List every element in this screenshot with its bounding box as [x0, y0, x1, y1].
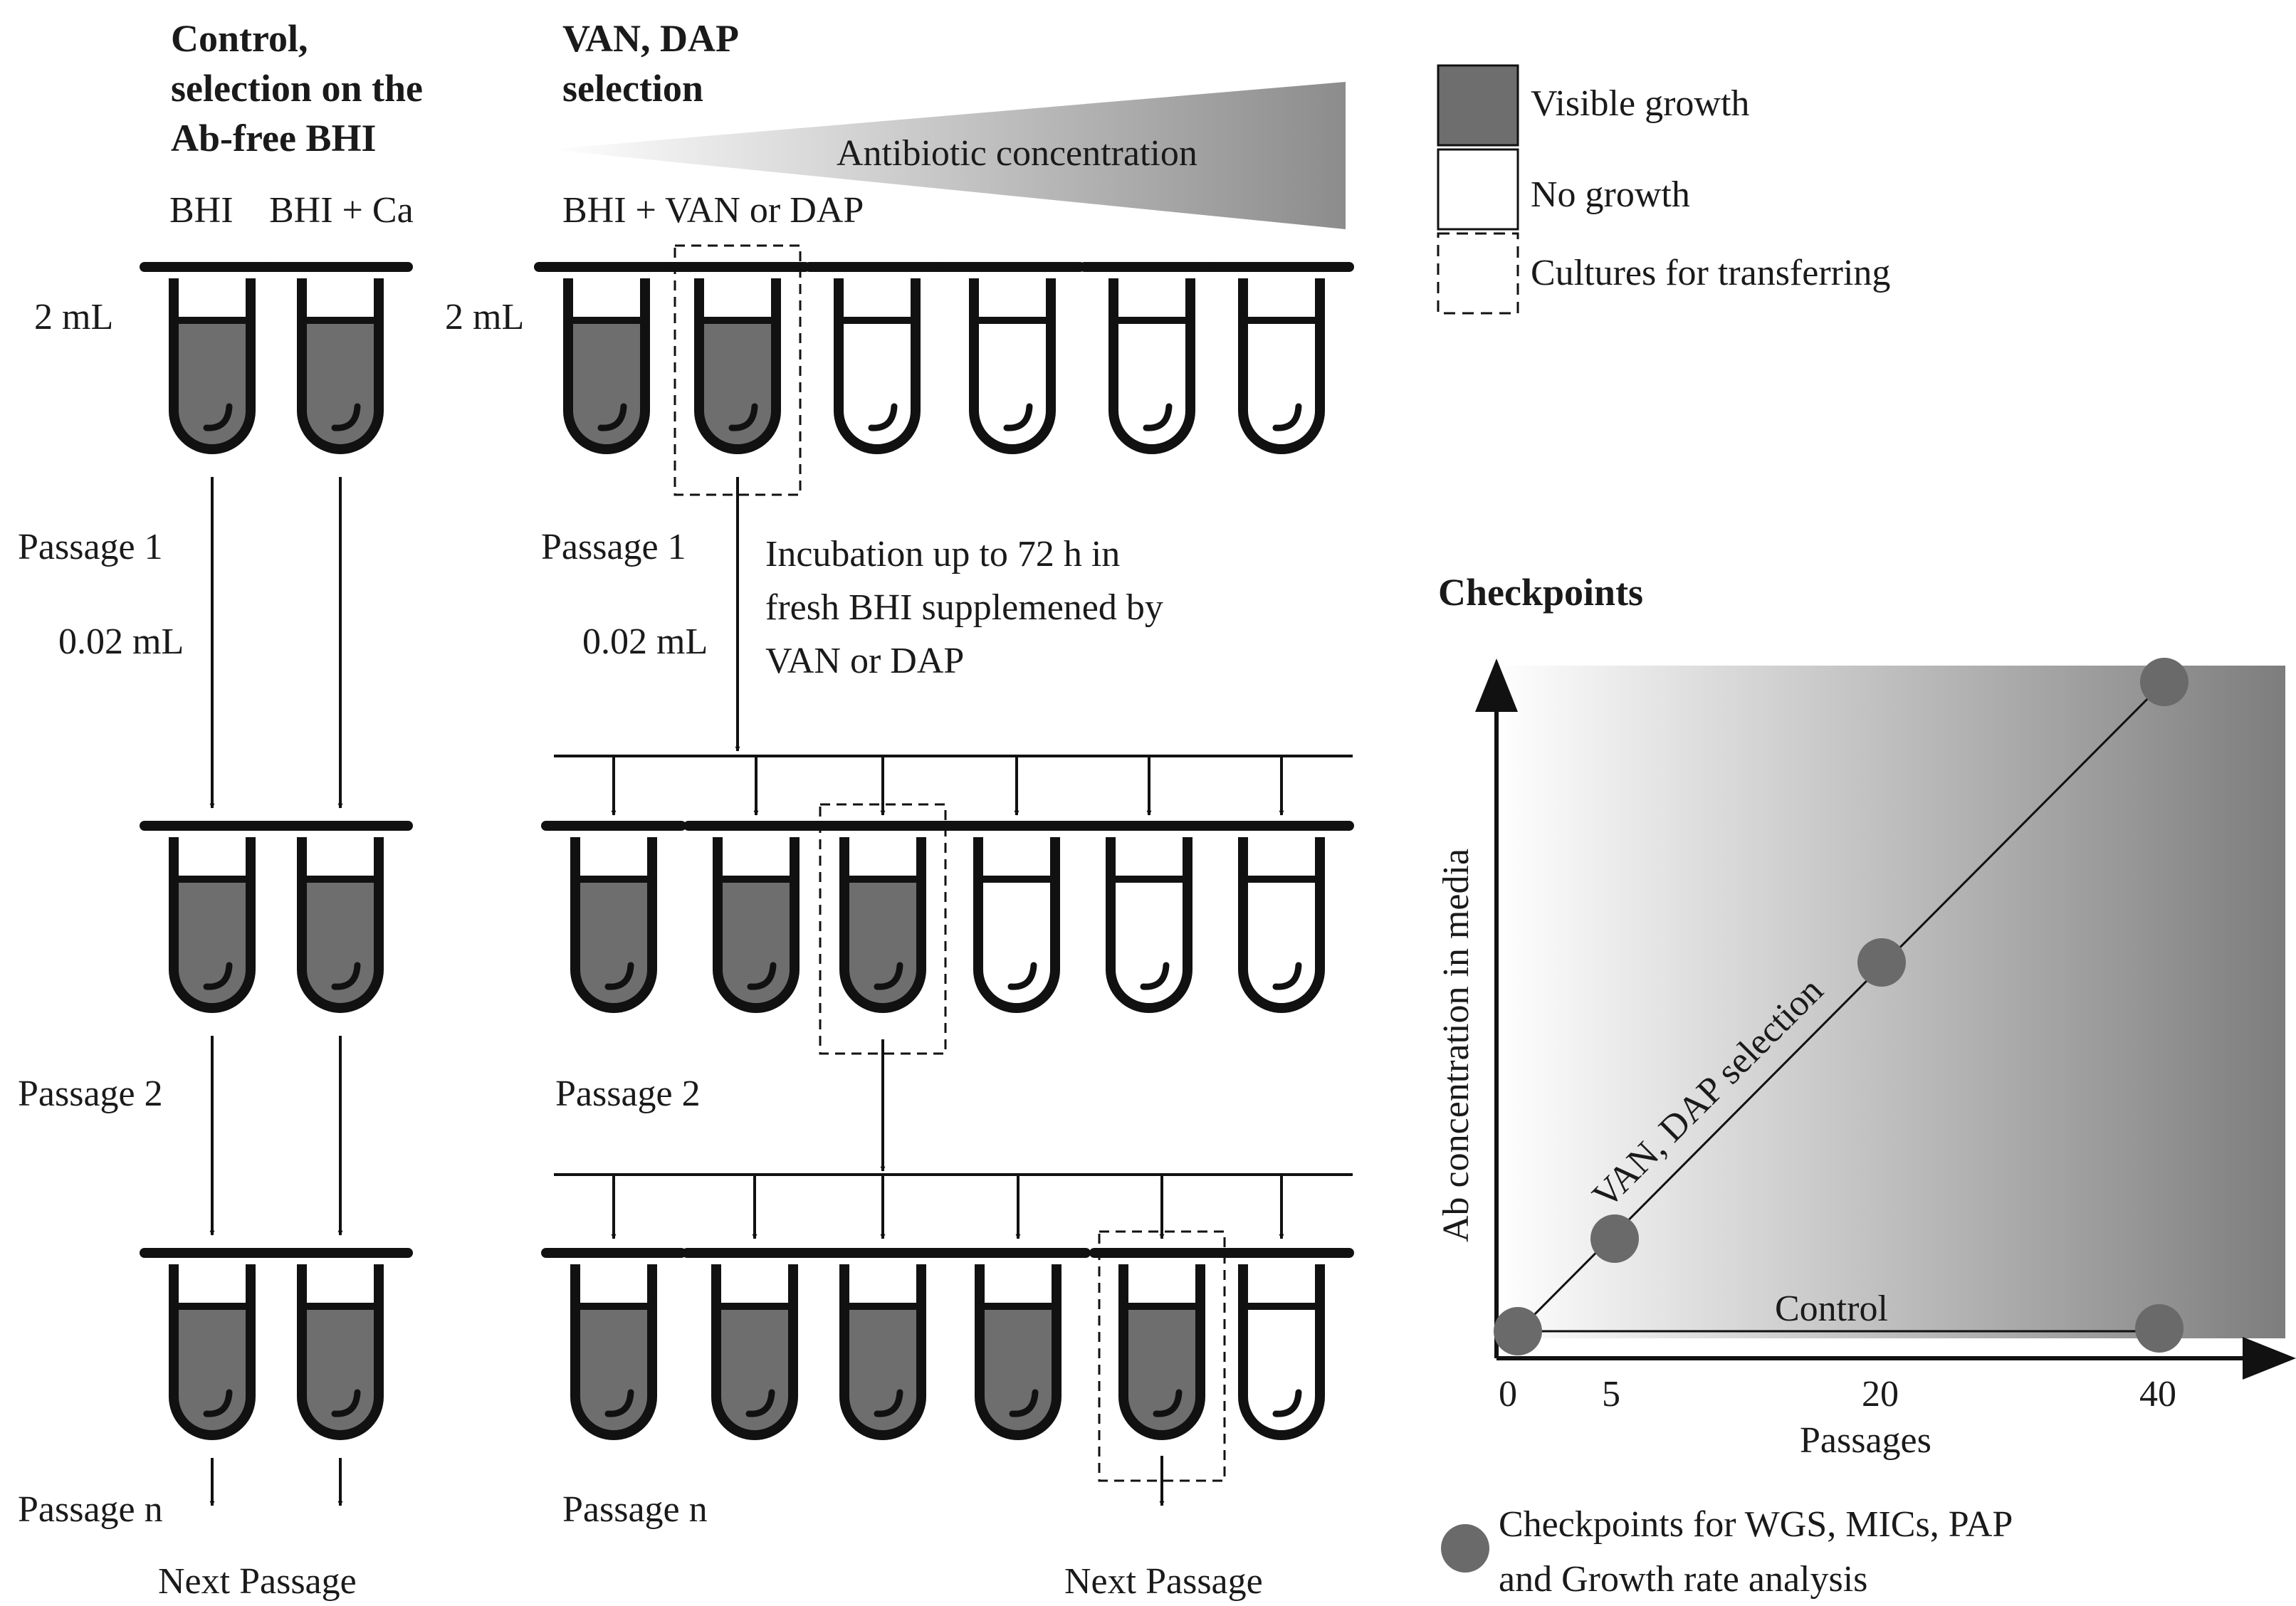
- legend-visible-growth-label: Visible growth: [1531, 83, 1749, 124]
- tube-visible-growth: [810, 803, 955, 1055]
- tube-visible-growth: [1089, 1230, 1235, 1482]
- checkpoints-x-axis-label: Passages: [1800, 1420, 1931, 1461]
- selection-title-line-1: VAN, DAP: [562, 17, 739, 60]
- incubation-line-1: Incubation up to 72 h in: [765, 534, 1120, 574]
- checkpoint-footnote-line-2: and Growth rate analysis: [1499, 1559, 1867, 1600]
- checkpoint-footnote-line-1: Checkpoints for WGS, MICs, PAP: [1499, 1504, 2013, 1545]
- control-next-passage-label: Next Passage: [158, 1561, 357, 1602]
- control-passage-2-label: Passage 2: [18, 1074, 163, 1114]
- x-tick-5: 5: [1602, 1374, 1620, 1415]
- selection-next-passage-label: Next Passage: [1064, 1561, 1263, 1602]
- tube-no-growth: [940, 262, 1085, 454]
- tube-no-growth: [1209, 262, 1354, 454]
- selection-arrows: [554, 477, 1353, 1506]
- antibiotic-gradient-wedge: [548, 82, 1346, 229]
- tube-visible-growth: [268, 821, 413, 1013]
- legend-no-growth-swatch: [1437, 148, 1519, 231]
- tube-visible-growth: [541, 821, 686, 1013]
- selection-tubes-passage-n: [541, 1230, 1354, 1482]
- tube-visible-growth: [682, 1248, 827, 1440]
- control-arrows: [209, 477, 343, 1506]
- media-bhi-label: BHI: [169, 190, 234, 231]
- tube-visible-growth: [810, 1248, 955, 1440]
- control-volume-label: 2 mL: [34, 297, 113, 337]
- incubation-line-2: fresh BHI supplemened by: [765, 587, 1163, 628]
- incubation-line-3: VAN or DAP: [765, 641, 964, 681]
- selection-drop-arrows-passage-2: [611, 756, 1284, 816]
- control-title-line-3: Ab-free BHI: [171, 117, 376, 159]
- checkpoint-dot: [1590, 1214, 1639, 1263]
- control-tubes-passage-2: [140, 821, 413, 1013]
- control-title-line-1: Control,: [171, 17, 308, 60]
- selection-title-line-2: selection: [562, 67, 703, 110]
- tube-visible-growth: [534, 262, 679, 454]
- transfer-culture-box: [819, 803, 947, 1055]
- legend-transfer-label: Cultures for transferring: [1531, 253, 1890, 293]
- control-title-line-2: selection on the: [171, 67, 423, 110]
- tube-no-growth: [1079, 262, 1225, 454]
- x-tick-20: 20: [1862, 1374, 1899, 1415]
- tube-visible-growth: [140, 821, 285, 1013]
- media-bhi-ca-label: BHI + Ca: [269, 190, 414, 231]
- checkpoint-dot: [1857, 938, 1906, 987]
- selection-transfer-volume-label: 0.02 mL: [582, 621, 708, 662]
- checkpoint-dot: [2135, 1304, 2184, 1353]
- control-tubes-passage-n: [140, 1248, 413, 1440]
- x-tick-40: 40: [2139, 1374, 2176, 1415]
- tube-no-growth: [1209, 1248, 1354, 1440]
- tube-no-growth: [1076, 821, 1222, 1013]
- tube-visible-growth: [268, 262, 413, 454]
- control-passage-n-label: Passage n: [18, 1489, 163, 1530]
- legend-no-growth-label: No growth: [1531, 174, 1690, 215]
- selection-passage-1-label: Passage 1: [541, 527, 686, 567]
- selection-passage-n-label: Passage n: [562, 1489, 708, 1530]
- tube-visible-growth: [665, 244, 810, 496]
- tube-visible-growth: [945, 1248, 1091, 1440]
- legend-visible-growth-swatch: [1437, 64, 1519, 147]
- selection-tubes-passage-2: [541, 803, 1354, 1055]
- tube-visible-growth: [140, 1248, 285, 1440]
- control-tubes-passage-1: [140, 262, 413, 454]
- selection-passage-2-label: Passage 2: [555, 1074, 701, 1114]
- tube-visible-growth: [268, 1248, 413, 1440]
- checkpoint-dot: [2140, 658, 2188, 706]
- tube-visible-growth: [140, 262, 285, 454]
- tube-visible-growth: [683, 821, 829, 1013]
- checkpoints-axes: [1475, 658, 2296, 1380]
- tube-no-growth: [944, 821, 1089, 1013]
- transfer-culture-box: [1098, 1230, 1226, 1482]
- antibiotic-concentration-label: Antibiotic concentration: [837, 133, 1197, 174]
- checkpoint-legend-dot: [1441, 1524, 1489, 1573]
- x-tick-0: 0: [1499, 1374, 1517, 1415]
- legend-transfer-swatch: [1437, 232, 1519, 315]
- transfer-culture-box: [673, 244, 802, 496]
- checkpoints-y-axis-label: Ab concentration in media: [1436, 849, 1477, 1242]
- media-van-dap-label: BHI + VAN or DAP: [562, 190, 864, 231]
- tube-no-growth: [804, 262, 950, 454]
- checkpoint-dot: [1494, 1307, 1542, 1355]
- selection-tubes-passage-1: [534, 244, 1354, 496]
- control-trend-label: Control: [1775, 1289, 1888, 1329]
- control-transfer-volume-label: 0.02 mL: [58, 621, 184, 662]
- selection-drop-arrows-passage-n: [611, 1175, 1284, 1239]
- selection-volume-label: 2 mL: [445, 297, 524, 337]
- control-passage-1-label: Passage 1: [18, 527, 163, 567]
- tube-no-growth: [1209, 821, 1354, 1013]
- checkpoints-title: Checkpoints: [1438, 571, 1643, 614]
- tube-visible-growth: [541, 1248, 686, 1440]
